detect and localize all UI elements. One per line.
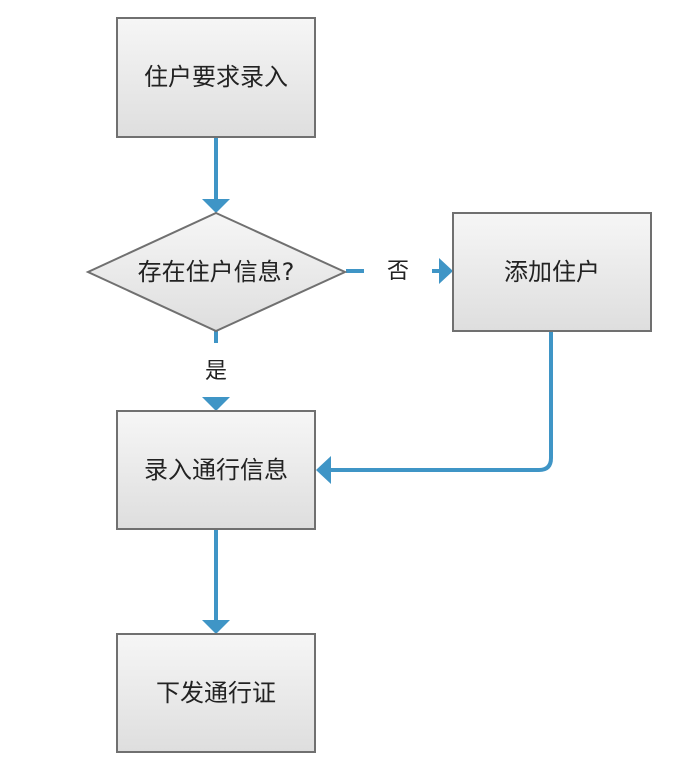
node-add: 添加住户 <box>452 212 652 332</box>
node-request: 住户要求录入 <box>116 17 316 138</box>
node-check: 存在住户信息? <box>85 211 348 333</box>
arrowhead-enter-to-issue <box>202 620 230 634</box>
node-request-label: 住户要求录入 <box>144 63 288 91</box>
arrowhead-request-to-check <box>202 199 230 213</box>
node-enter-box <box>116 410 316 530</box>
node-issue-box <box>116 633 316 753</box>
node-issue-label: 下发通行证 <box>156 679 276 707</box>
node-enter: 录入通行信息 <box>116 410 316 530</box>
node-add-label: 添加住户 <box>504 258 600 286</box>
arrowhead-add-to-enter <box>316 456 331 484</box>
connectors <box>202 137 553 634</box>
edge-label-yes: 是 <box>205 359 227 384</box>
node-check-diamond <box>85 211 348 333</box>
edge-add-to-enter <box>330 331 553 472</box>
edge-label-no: 否 <box>387 259 409 284</box>
arrowhead-check-to-enter <box>202 397 230 411</box>
arrowhead-check-to-add <box>439 258 453 284</box>
node-add-box <box>452 212 652 332</box>
node-request-box <box>116 17 316 138</box>
node-enter-label: 录入通行信息 <box>144 456 288 484</box>
node-check-label: 存在住户信息? <box>138 258 295 286</box>
node-issue: 下发通行证 <box>116 633 316 753</box>
